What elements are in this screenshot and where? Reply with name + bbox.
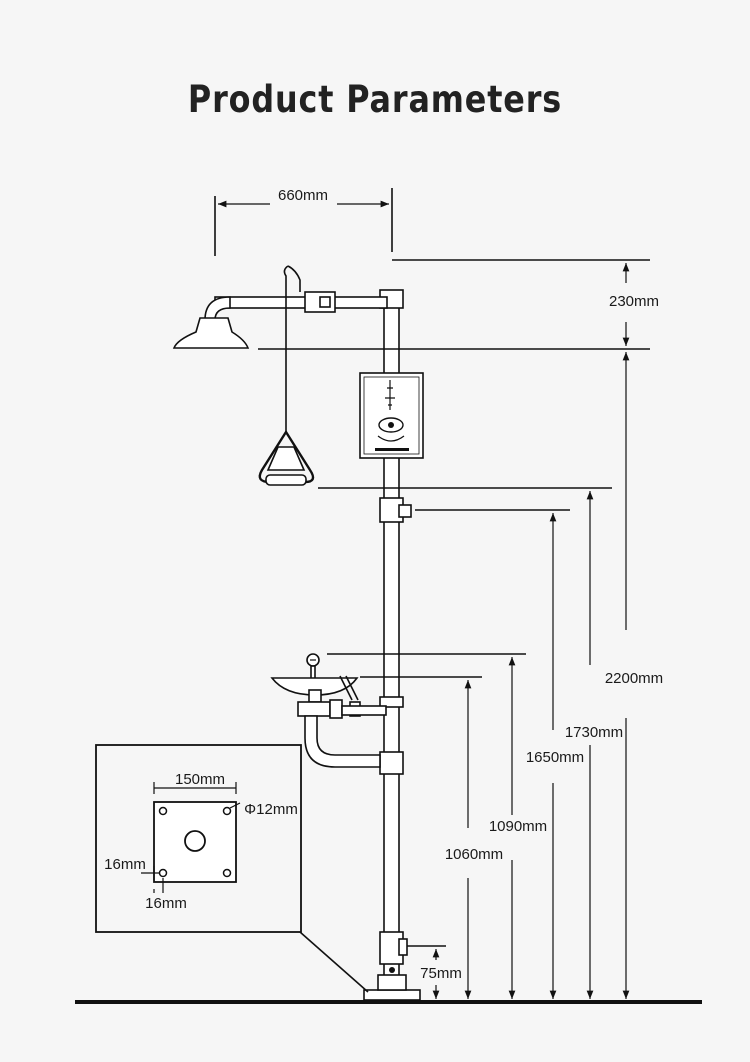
plate-hole-label: Φ12mm xyxy=(244,801,298,818)
dimension-75: 75mm xyxy=(407,945,462,999)
dimension-1060: 1060mm xyxy=(360,676,503,999)
shower-arm xyxy=(204,291,388,321)
page-title: Product Parameters xyxy=(187,78,563,121)
dimension-1090: 1090mm xyxy=(327,653,547,999)
plate-width-label: 150mm xyxy=(175,771,225,788)
dimension-2200: 2200mm xyxy=(605,352,663,999)
dimension-1730: 1730mm xyxy=(318,487,623,999)
pull-handle xyxy=(258,265,315,486)
main-pipe xyxy=(363,289,421,1001)
dim-1060-label: 1060mm xyxy=(445,846,503,863)
shower-head xyxy=(172,317,250,349)
eyewash-bowl xyxy=(270,653,387,768)
dimension-1650: 1650mm xyxy=(415,509,584,999)
dim-1730-label: 1730mm xyxy=(565,724,623,741)
safety-sign xyxy=(359,372,424,459)
plate-side-offset-label: 16mm xyxy=(104,856,146,873)
plate-bottom-offset-label: 16mm xyxy=(145,895,187,912)
dim-230-label: 230mm xyxy=(609,293,659,310)
dim-1090-label: 1090mm xyxy=(489,818,547,835)
base-plate-detail: 150mm Φ12mm 16mm 16mm xyxy=(95,744,369,993)
dimension-230: 230mm xyxy=(258,259,659,350)
dimension-660: 660mm xyxy=(214,187,393,256)
dim-1650-label: 1650mm xyxy=(526,749,584,766)
dim-75-label: 75mm xyxy=(420,965,462,982)
dim-660-label: 660mm xyxy=(278,187,328,204)
dim-2200-label: 2200mm xyxy=(605,670,663,687)
